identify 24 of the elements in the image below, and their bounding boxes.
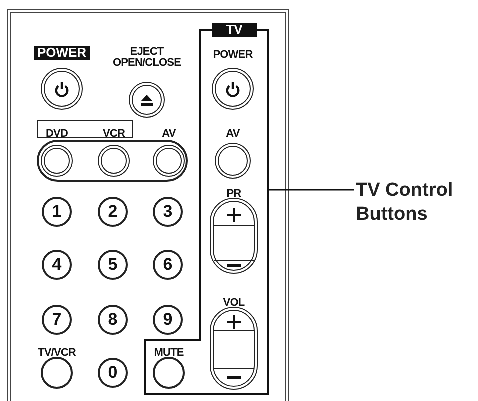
number-button: 3 (153, 197, 183, 227)
number-button: 7 (42, 305, 72, 335)
button-label: PR (226, 189, 242, 200)
button-label: POWER (213, 50, 253, 61)
button-label: EJECT OPEN/CLOSE (112, 47, 182, 69)
button-label: MUTE (154, 348, 184, 359)
button-label: AV (226, 129, 240, 140)
button-label: AV (162, 129, 176, 140)
button-label: DVD (46, 129, 68, 140)
section-tab-label: TV (212, 23, 257, 37)
button-label: TV/VCR (38, 348, 76, 359)
callout-label: TV Control Buttons (356, 179, 468, 227)
number-button: 4 (42, 250, 72, 280)
number-button: 1 (42, 197, 72, 227)
button-label: POWER (34, 46, 90, 60)
number-button: 5 (98, 250, 128, 280)
number-button: 8 (98, 305, 128, 335)
number-button: 0 (98, 358, 128, 388)
number-button: 2 (98, 197, 128, 227)
leader-line (269, 189, 354, 191)
button-label: VCR (102, 129, 126, 140)
button-label: VOL (223, 298, 245, 309)
number-button: 6 (153, 250, 183, 280)
number-button: 9 (153, 305, 183, 335)
